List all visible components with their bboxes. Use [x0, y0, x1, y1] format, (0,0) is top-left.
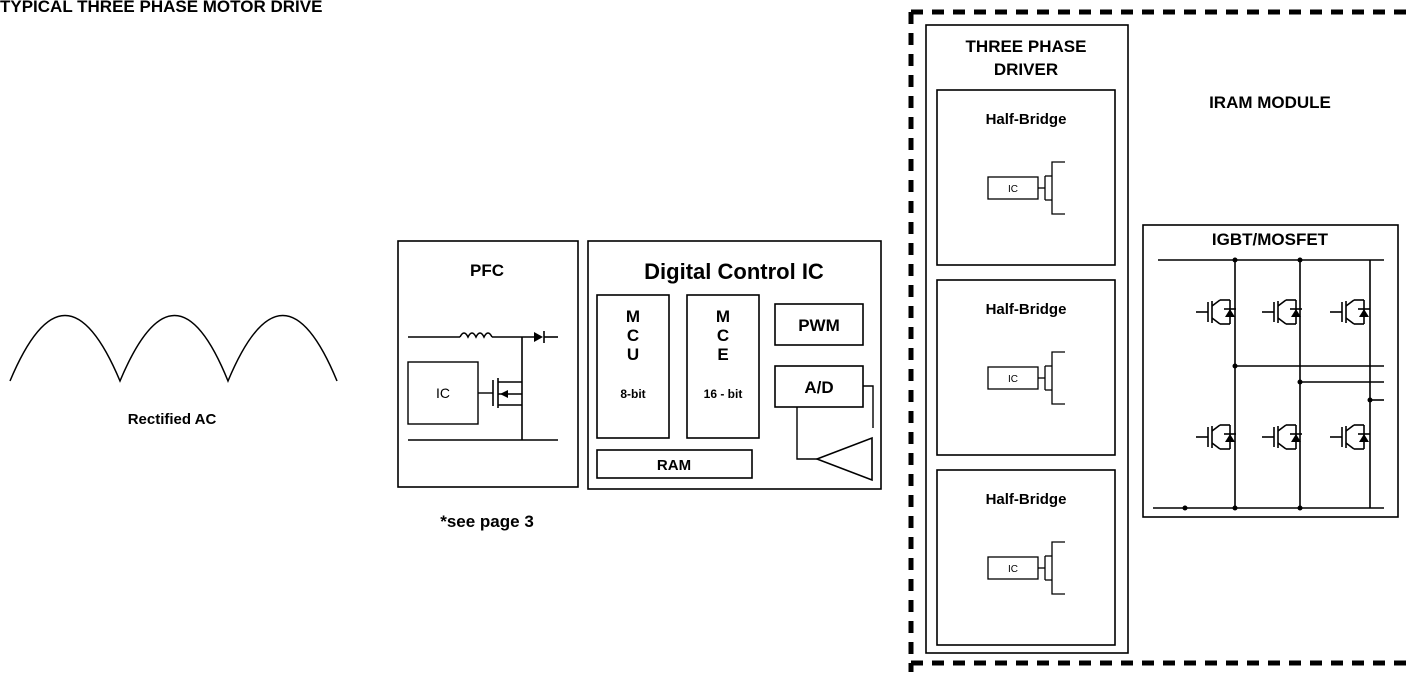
- diagram-title: TYPICAL THREE PHASE MOTOR DRIVE: [0, 0, 322, 16]
- opamp-to-adc-line: [796, 407, 817, 460]
- pfc-label: PFC: [470, 261, 504, 280]
- half-bridge-block: [936, 89, 1116, 266]
- mcu-letter-c: C: [627, 326, 639, 345]
- igbt-icon: [1195, 299, 1237, 325]
- igbt-mosfet-label: IGBT/MOSFET: [1212, 230, 1329, 249]
- half-bridge-label: Half-Bridge: [986, 491, 1067, 508]
- pfc-block: [397, 240, 579, 488]
- gate-output-icon: [1038, 541, 1065, 595]
- mce-letter-e: E: [717, 345, 728, 364]
- rectified-ac-waveform: [9, 314, 338, 383]
- half-bridge-ic-label: IC: [1008, 184, 1018, 195]
- igbt-icon: [1329, 299, 1371, 325]
- mcu-letter-u: U: [627, 345, 639, 364]
- diode-icon: [534, 332, 543, 342]
- node-dot: [1232, 363, 1238, 369]
- igbt-icon: [1329, 424, 1371, 450]
- three-phase-driver-block: [925, 24, 1129, 654]
- mce-block: [686, 294, 760, 439]
- half-bridge-block: [936, 469, 1116, 646]
- half-bridge-block: [936, 279, 1116, 456]
- gate-output-icon: [1038, 351, 1065, 405]
- node-dot: [1182, 505, 1188, 511]
- mcu-bits: 8-bit: [620, 387, 645, 401]
- driver-label-line1: THREE PHASE: [966, 37, 1087, 56]
- gate-output-icon: [1038, 161, 1065, 215]
- igbt-icon: [1261, 299, 1303, 325]
- rectified-ac-label: Rectified AC: [128, 411, 217, 428]
- iram-module-label: IRAM MODULE: [1209, 93, 1331, 112]
- half-bridge-ic-label: IC: [1008, 564, 1018, 575]
- igbt-mosfet-block: [1142, 224, 1399, 518]
- mce-bits: 16 - bit: [704, 387, 743, 401]
- mce-letter-c: C: [717, 326, 729, 345]
- igbt-icon: [1195, 424, 1237, 450]
- mcu-block: [596, 294, 670, 439]
- pfc-ic-label: IC: [436, 385, 450, 401]
- opamp-icon: [814, 436, 873, 482]
- half-bridge-label: Half-Bridge: [986, 301, 1067, 318]
- pwm-block: [774, 303, 864, 346]
- pwm-label: PWM: [798, 316, 840, 335]
- ram-block: [596, 449, 753, 479]
- adc-side-line: [863, 385, 874, 428]
- ram-label: RAM: [657, 457, 691, 474]
- node-dot: [1367, 397, 1373, 403]
- pfc-note: *see page 3: [440, 512, 534, 531]
- digital-control-block: [587, 240, 882, 490]
- node-dot: [1297, 379, 1303, 385]
- igbt-icon: [1261, 424, 1303, 450]
- mce-letter-m: M: [716, 307, 730, 326]
- inductor-icon: [459, 332, 493, 339]
- digital-control-label: Digital Control IC: [644, 259, 824, 284]
- mcu-letter-m: M: [626, 307, 640, 326]
- driver-label-line2: DRIVER: [994, 60, 1058, 79]
- pfc-mosfet-icon: [478, 378, 522, 408]
- adc-label: A/D: [804, 378, 833, 397]
- half-bridge-ic-label: IC: [1008, 374, 1018, 385]
- half-bridge-label: Half-Bridge: [986, 111, 1067, 128]
